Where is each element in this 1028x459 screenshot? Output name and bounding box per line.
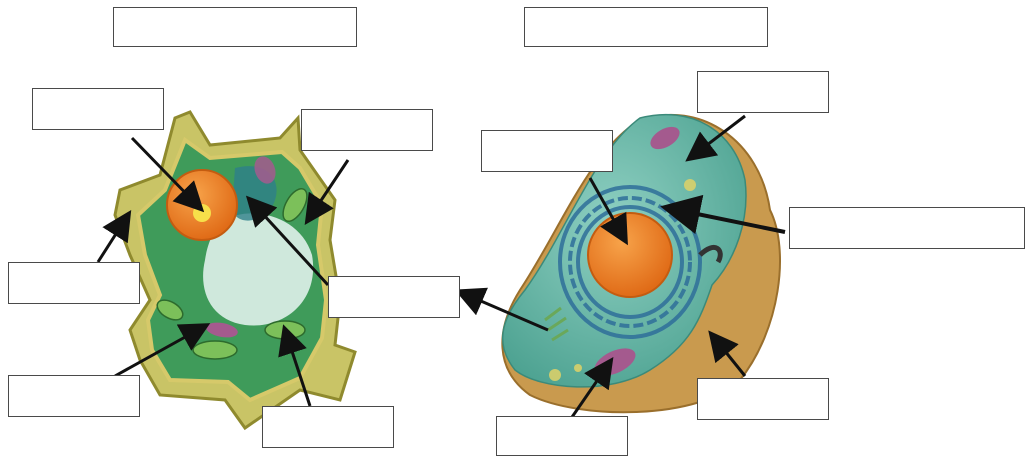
plant-mitochondrion-label-box[interactable] <box>262 406 394 448</box>
animal-cell-title-box[interactable] <box>524 7 768 47</box>
plant-vacuole-label-box[interactable] <box>8 375 140 417</box>
animal-mitochondrion-label-box[interactable] <box>496 416 628 456</box>
animal-cell-membrane-label-box[interactable] <box>697 71 829 113</box>
animal-cytoplasm-label-box[interactable] <box>697 378 829 420</box>
plant-chloroplast-label-box[interactable] <box>301 109 433 151</box>
animal-nucleus-label-box[interactable] <box>481 130 613 172</box>
animal-nucleus <box>588 213 672 297</box>
plant-nucleolus <box>193 204 211 222</box>
animal-er-label-box[interactable] <box>789 207 1025 249</box>
plant-nucleus-label-box[interactable] <box>328 276 460 318</box>
plant-nucleolus-label-box[interactable] <box>32 88 164 130</box>
plant-cell-title-box[interactable] <box>113 7 357 47</box>
plant-cell-wall-label-box[interactable] <box>8 262 140 304</box>
